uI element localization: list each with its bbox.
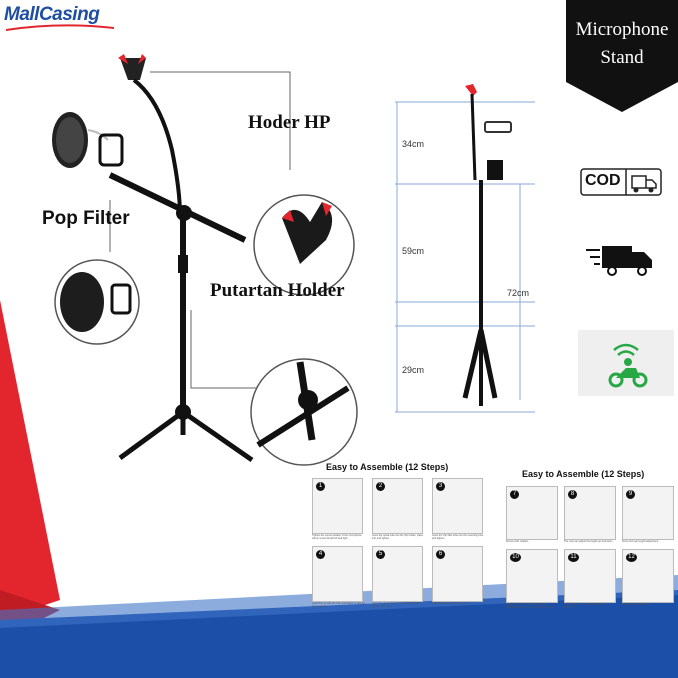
step-card: 5 Insert the phone holder into the brack… xyxy=(372,546,426,608)
phone-holder-icon xyxy=(118,54,146,80)
badge-line2: Stand xyxy=(600,47,644,68)
assembly-title-left: Easy to Assemble (12 Steps) xyxy=(326,462,449,472)
red-accent-shape xyxy=(0,300,60,620)
dimension-top: 34cm xyxy=(402,139,425,149)
step-card: 11 The rotation of the tripod is folded … xyxy=(564,549,616,609)
courier-badge xyxy=(578,330,674,396)
label-putartan-holder: Putartan Holder xyxy=(210,280,345,301)
title-badge-text: Microphone Stand xyxy=(566,16,678,72)
cod-badge xyxy=(580,166,662,198)
pop-filter-icon xyxy=(52,112,109,168)
dimension-middle: 59cm xyxy=(402,246,425,256)
assembly-grid-right: 7 Fixtrue both rotation 8 The nuts can a… xyxy=(506,486,676,609)
step-card: 1 Tighten the screw position of the micr… xyxy=(312,478,366,540)
product-illustration xyxy=(52,54,358,466)
step-card: 10 Rotate counterclockwise to loosen the… xyxy=(506,549,558,609)
blue-accent-shape xyxy=(0,590,678,678)
step-card: 6 Adjust the angle of the support rod xyxy=(432,546,486,608)
step-card: 12 Complete all installations xyxy=(622,549,674,609)
dimension-total: 72cm xyxy=(507,288,530,298)
label-pop-filter: Pop Filter xyxy=(42,208,130,229)
title-badge xyxy=(566,0,678,112)
rotation-callout xyxy=(250,358,358,466)
dimension-diagram xyxy=(395,84,535,413)
step-card: 2 Insert the spiral tube into the Hip ho… xyxy=(372,478,426,540)
step-card: 8 The nuts can adjust the height up and … xyxy=(564,486,616,543)
assembly-title-right: Easy to Assemble (12 Steps) xyxy=(522,469,645,479)
fast-delivery-truck-icon xyxy=(586,246,652,276)
assembly-grid-left: 1 Tighten the screw position of the micr… xyxy=(312,478,490,608)
label-holder-hp: Hoder HP xyxy=(248,112,331,133)
badge-line1: Microphone xyxy=(575,19,669,40)
step-card: 3 Insert the Hip filter tube into the mo… xyxy=(432,478,486,540)
dimension-bottom: 29cm xyxy=(402,365,425,375)
logo-underline xyxy=(6,24,114,31)
cod-label: COD xyxy=(585,172,621,189)
motorbike-courier-icon xyxy=(608,343,648,388)
step-card: 7 Fixtrue both rotation xyxy=(506,486,558,543)
step-card: 4 Insert the nut into the tube and tight… xyxy=(312,546,366,608)
brand-logo: MallCasing xyxy=(4,4,100,25)
step-card: 9 Front and rear length adjustment xyxy=(622,486,674,543)
